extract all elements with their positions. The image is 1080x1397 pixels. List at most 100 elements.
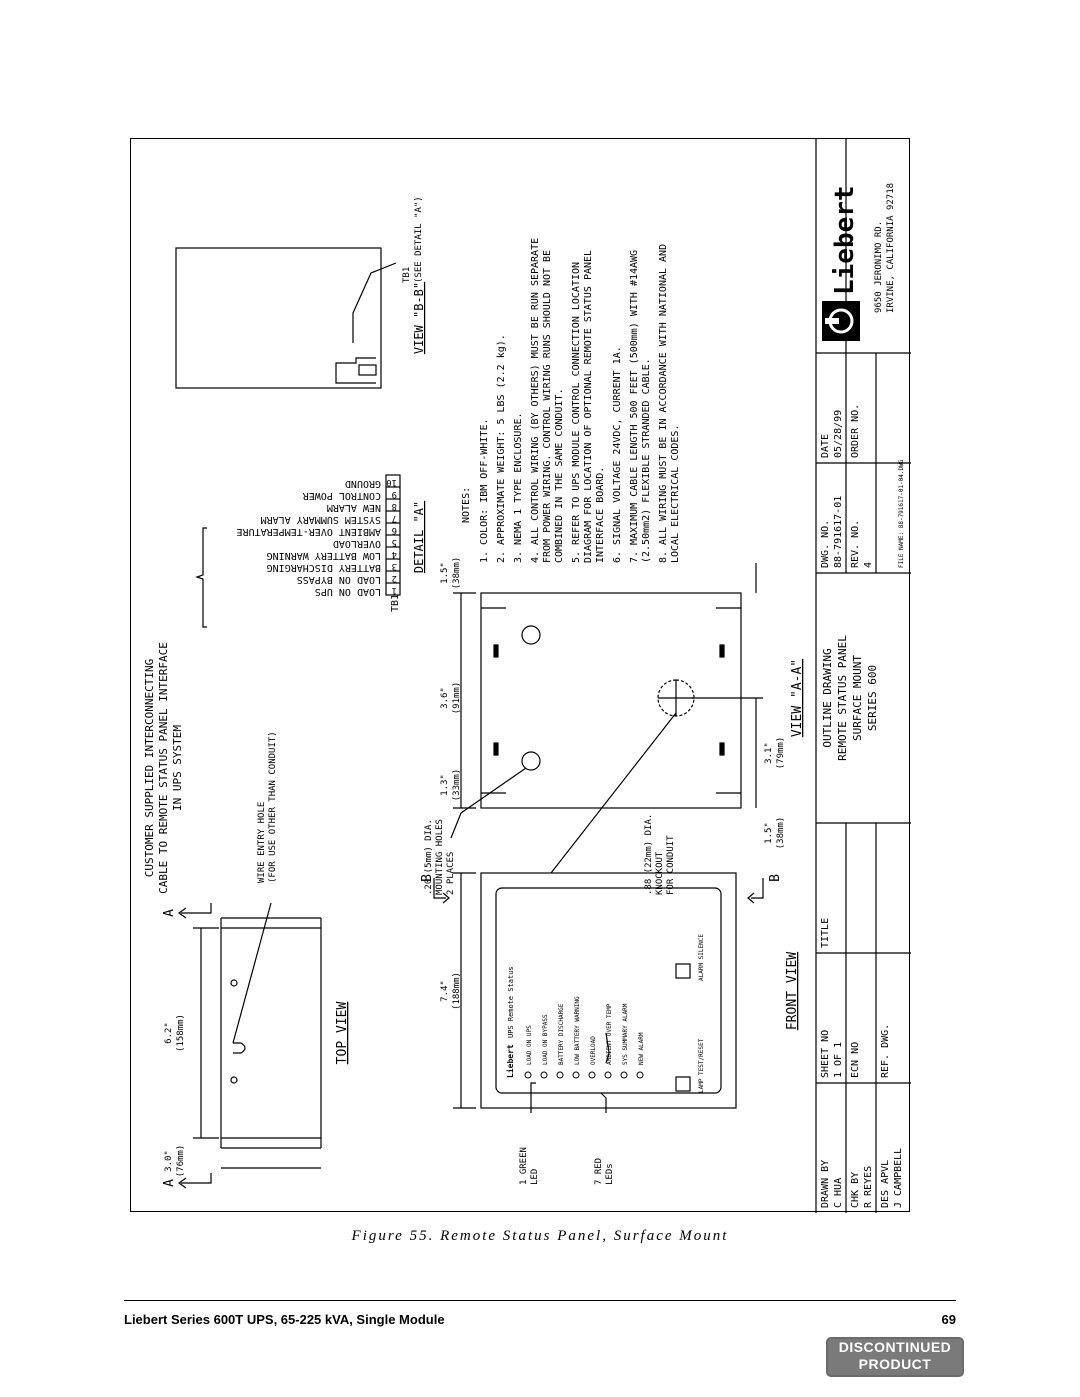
note-line: 1. COLOR: IBM OFF-WHITE. [479, 419, 490, 564]
footer-rule [124, 1300, 956, 1301]
tb-company: Liebert [830, 185, 860, 295]
terminal-label: LOAD ON BYPASS [297, 574, 381, 585]
terminal-number: 4 [392, 549, 397, 559]
section-b-top: B [420, 874, 435, 882]
note-line: COMBINED IN THE SAME CONDUIT. [554, 388, 565, 563]
tb-title-line: REMOTE STATUS PANEL [836, 635, 849, 761]
tb-chk-by-label: CHK BY [850, 1172, 861, 1208]
stamp-line-2: PRODUCT [858, 1356, 932, 1372]
note-line: 3. NEMA 1 TYPE ENCLOSURE. [513, 412, 524, 563]
status-led-icon [572, 1071, 580, 1079]
top-view-drawing [177, 902, 322, 1189]
note-line: 2. APPROXIMATE WEIGHT: 5 LBS (2.2 kg). [496, 334, 507, 563]
green-led-label: 1 GREEN [519, 1147, 529, 1185]
dim-1-5-bottom-mm: (38mm) [776, 817, 786, 850]
wire-entry-label: WIRE ENTRY HOLE [257, 802, 267, 883]
dim-3-0-mm: (76mm) [176, 1145, 186, 1178]
terminal-label: CONTROL POWER [302, 490, 381, 501]
tb-chk-by: R REYES [863, 1166, 874, 1208]
green-led-label: LED [530, 1169, 540, 1185]
liebert-logo-icon [822, 301, 860, 341]
tb-drawn-by: C HUA [833, 1178, 844, 1208]
terminal-number: 6 [392, 525, 397, 535]
knockout-label: FOR CONDUIT [666, 835, 676, 895]
terminal-label: SYSTEM SUMMARY ALARM [261, 514, 381, 525]
note-line: DIAGRAM FOR LOCATION OF OPTIONAL REMOTE … [583, 250, 594, 563]
dim-7-4: 7.4" [440, 980, 450, 1002]
tb-dwg-no-label: DWG. NO. [820, 520, 831, 568]
interconnect-title-line: IN UPS SYSTEM [171, 725, 184, 811]
tb-order-no-label: ORDER NO. [850, 404, 861, 458]
panel-led-label: BATTERY DISCHARGE [558, 1003, 565, 1065]
red-led-label: 7 RED [594, 1158, 604, 1185]
terminal-number: 10 [386, 477, 397, 487]
knockout-label: .88 (22mm) DIA. [644, 814, 654, 895]
dim-6-2-mm: (158mm) [176, 1014, 186, 1052]
status-led-icon [524, 1071, 532, 1079]
terminal-label: AMBIENT OVER-TEMPERATURE [237, 526, 382, 537]
tb-ecn-no-label: ECN NO [850, 1042, 861, 1078]
stamp-line-1: DISCONTINUED [838, 1339, 952, 1355]
tb-date: 05/28/99 [833, 410, 844, 458]
tb-sheet-no-label: SHEET NO [820, 1030, 831, 1078]
terminal-label: NEW ALARM [327, 502, 381, 513]
mounting-holes-label: MOUNTING HOLES [435, 819, 445, 895]
view-bb-drawing [175, 247, 397, 389]
view-bb-title: VIEW "B-B" [412, 282, 426, 354]
panel-led-label: SYS SUMMARY ALARM [622, 1003, 629, 1065]
tb-des-apvl: J CAMPBELL [893, 1148, 904, 1208]
tb-title-line: SERIES 600 [866, 665, 879, 731]
terminal-number: 5 [392, 537, 397, 547]
tb-file-name: FILE NAME: 88-791617-01-04.DWG [898, 459, 905, 568]
tb-dwg-no: 88-791617-01 [833, 496, 844, 568]
status-led-icon [588, 1071, 596, 1079]
tb-address-line: 9650 JERONIMO RD. [874, 221, 884, 313]
terminal-label: BATTERY DISCHARGING [267, 562, 381, 573]
panel-brand: Liebert [505, 1044, 515, 1078]
dim-1-5-bottom: 1.5" [764, 822, 774, 844]
tb-rev-no-label: REV. NO. [850, 520, 861, 568]
lamp-test-label: LAMP TEST/RESET [698, 1038, 705, 1093]
view-aa-drawing [450, 563, 763, 874]
title-block [815, 139, 911, 1213]
panel-title: UPS Remote Status [507, 966, 515, 1038]
tb-ref-dwg-label: REF. DWG. [880, 1024, 891, 1078]
mounting-holes-label: 2 PLACES [446, 852, 456, 895]
note-line: FROM POWER WIRING. CONTROL WIRING RUNS S… [542, 250, 553, 563]
tb1-callout-line: (SEE DETAIL "A") [414, 196, 424, 283]
tb-des-apvl-label: DES APVL [880, 1160, 891, 1208]
knockout-label: KNOCKOUT [655, 851, 665, 895]
panel-led-label: LOW BATTERY WARNING [574, 996, 581, 1065]
status-led-icon [636, 1071, 644, 1079]
dim-3-1-mm: (79mm) [776, 737, 786, 770]
status-led-icon [540, 1071, 548, 1079]
page-number: 69 [941, 1312, 956, 1327]
note-line: LOCAL ELECTRICAL CODES. [670, 425, 681, 563]
tb-drawn-by-label: DRAWN BY [820, 1160, 831, 1208]
alarm-silence-label: ALARM SILENCE [698, 934, 705, 981]
status-led-icon [604, 1071, 612, 1079]
mounting-holes-label: .20 (5mm) DIA. [424, 819, 434, 895]
front-view-title: FRONT VIEW [785, 952, 800, 1030]
section-a-left: A [162, 1179, 177, 1187]
interconnect-title-line: CABLE TO REMOTE STATUS PANEL INTERFACE [157, 642, 170, 894]
note-line: INTERFACE BOARD. [595, 467, 606, 563]
note-line: 4. ALL CONTROL WIRING (BY OTHERS) MUST B… [530, 238, 541, 563]
status-led-icon [620, 1071, 628, 1079]
note-line: 7. MAXIMUM CABLE LENGTH 500 FEET (500mm)… [629, 250, 640, 563]
note-line: 5. REFER TO UPS MODULE CONTROL CONNECTIO… [571, 262, 582, 563]
dim-6-2: 6.2" [164, 1022, 174, 1044]
red-led-label: LEDs [605, 1163, 615, 1185]
discontinued-product-stamp: DISCONTINUED PRODUCT [826, 1337, 964, 1377]
terminal-label: LOW BATTERY WARNING [267, 550, 381, 561]
view-aa-title: VIEW "A-A" [790, 659, 805, 737]
panel-led-label: NEW ALARM [638, 1032, 645, 1065]
interconnect-title-line: CUSTOMER SUPPLIED INTERCONNECTING [143, 659, 156, 878]
wire-entry-label: (FOR USE OTHER THAN CONDUIT) [268, 731, 278, 883]
terminal-strip [195, 474, 401, 628]
panel-led-label: AMBIENT OVER TEMP [606, 1003, 613, 1065]
tb1-callout-line: TB1 [402, 267, 412, 283]
tb-date-label: DATE [820, 434, 831, 458]
dim-1-5-top-mm: (38mm) [452, 557, 462, 590]
